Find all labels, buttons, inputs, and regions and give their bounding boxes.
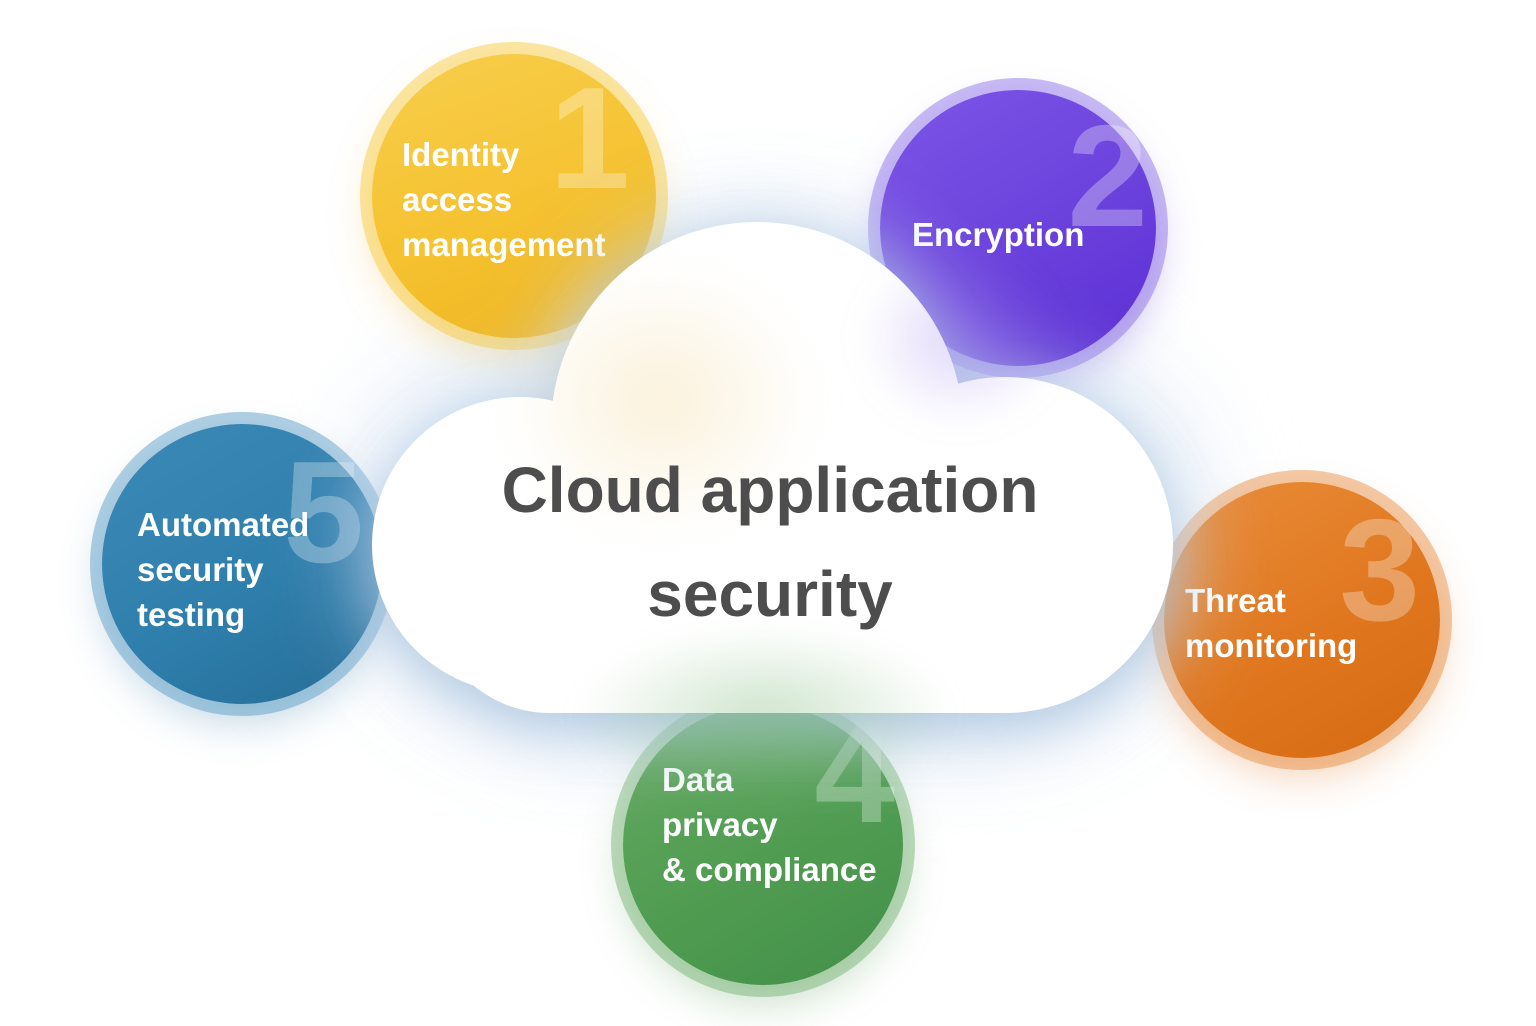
label-threat-monitoring: Threat monitoring: [1185, 578, 1357, 668]
label-line: Automated: [137, 506, 310, 543]
label-line: management: [402, 226, 606, 263]
step-number-3: 3: [1339, 489, 1420, 651]
label-line: testing: [137, 596, 246, 633]
circle-threat-monitoring: 3: [1164, 482, 1440, 758]
label-line: Data: [662, 761, 734, 798]
label-line: monitoring: [1185, 627, 1358, 664]
circle-automated-security-testing: 5: [102, 424, 382, 704]
diagram-title-line-1: Cloud application: [501, 454, 1039, 526]
circle-data-privacy-compliance: 4: [623, 700, 903, 985]
label-line: access: [402, 181, 513, 218]
step-number-4: 4: [814, 691, 895, 853]
label-data-privacy-compliance: Data privacy & compliance: [662, 757, 877, 892]
label-encryption: Encryption: [912, 212, 1084, 257]
diagram-title: Cloud application security: [420, 438, 1120, 646]
label-line: & compliance: [662, 851, 877, 888]
step-number-1: 1: [549, 57, 630, 219]
diagram-title-line-2: security: [647, 558, 893, 630]
label-automated-security-testing: Automated security testing: [137, 502, 309, 637]
label-line: Identity: [402, 136, 520, 173]
step-number-5: 5: [283, 431, 364, 593]
step-number-2: 2: [1067, 95, 1148, 257]
label-line: Encryption: [912, 216, 1085, 253]
label-line: privacy: [662, 806, 778, 843]
label-line: security: [137, 551, 264, 588]
label-line: Threat: [1185, 582, 1286, 619]
label-identity-access-management: Identity access management: [402, 132, 606, 267]
